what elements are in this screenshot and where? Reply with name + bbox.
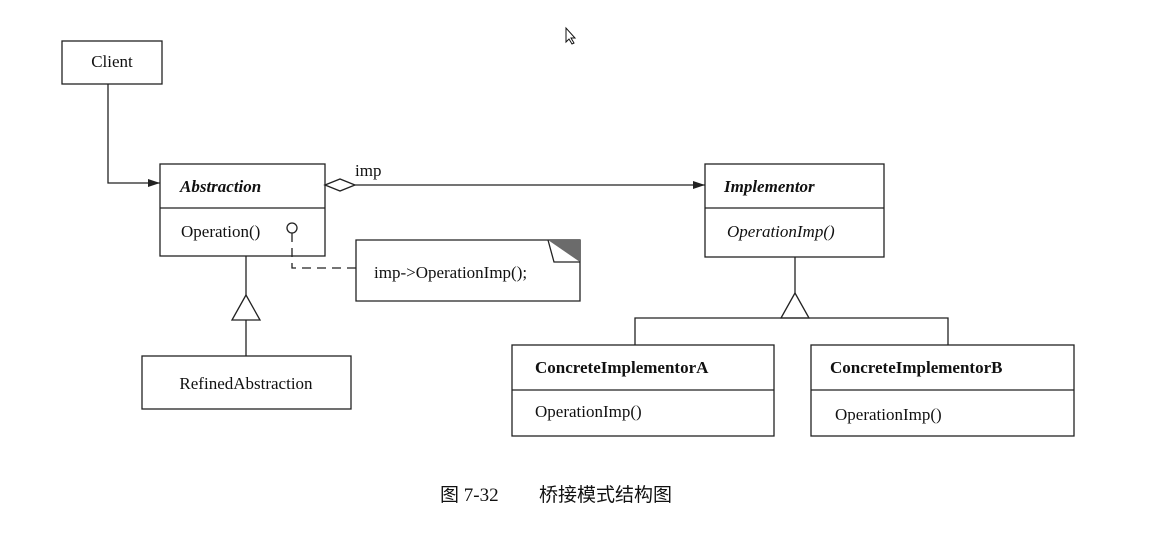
concrete-a-operation: OperationImp(): [535, 402, 642, 421]
client-association-arrow: [107, 84, 160, 187]
note-link: [291, 233, 356, 269]
note: imp->OperationImp();: [355, 239, 581, 302]
note-text: imp->OperationImp();: [374, 263, 527, 282]
implementor-inheritance-lines: [634, 317, 949, 345]
concrete-implementor-b-class: ConcreteImplementorB OperationImp(): [810, 344, 1075, 437]
implementor-label: Implementor: [723, 177, 815, 196]
abstraction-operation: Operation(): [181, 222, 260, 241]
implementor-class: Implementor OperationImp(): [704, 163, 885, 258]
figure-title: 桥接模式结构图: [539, 484, 672, 506]
client-class: Client: [61, 40, 163, 85]
concrete-implementor-a-class: ConcreteImplementorA OperationImp(): [511, 344, 775, 437]
abstraction-class: Abstraction Operation(): [159, 163, 326, 257]
aggregation-diamond-icon: [323, 178, 357, 192]
mouse-cursor-icon: [565, 26, 577, 45]
refined-abstraction-class: RefinedAbstraction: [141, 355, 352, 410]
implementor-operation: OperationImp(): [727, 222, 835, 241]
inheritance-triangle-icon: [779, 291, 811, 319]
client-label: Client: [91, 52, 133, 71]
refined-abstraction-label: RefinedAbstraction: [179, 374, 313, 393]
abstraction-label: Abstraction: [179, 177, 261, 196]
association-label: imp: [355, 161, 381, 180]
concrete-b-label: ConcreteImplementorB: [830, 358, 1002, 377]
abstraction-inheritance-triangle-icon: [230, 293, 262, 321]
concrete-b-operation: OperationImp(): [835, 405, 942, 424]
figure-number: 图 7-32: [440, 485, 499, 506]
concrete-a-label: ConcreteImplementorA: [535, 358, 709, 377]
